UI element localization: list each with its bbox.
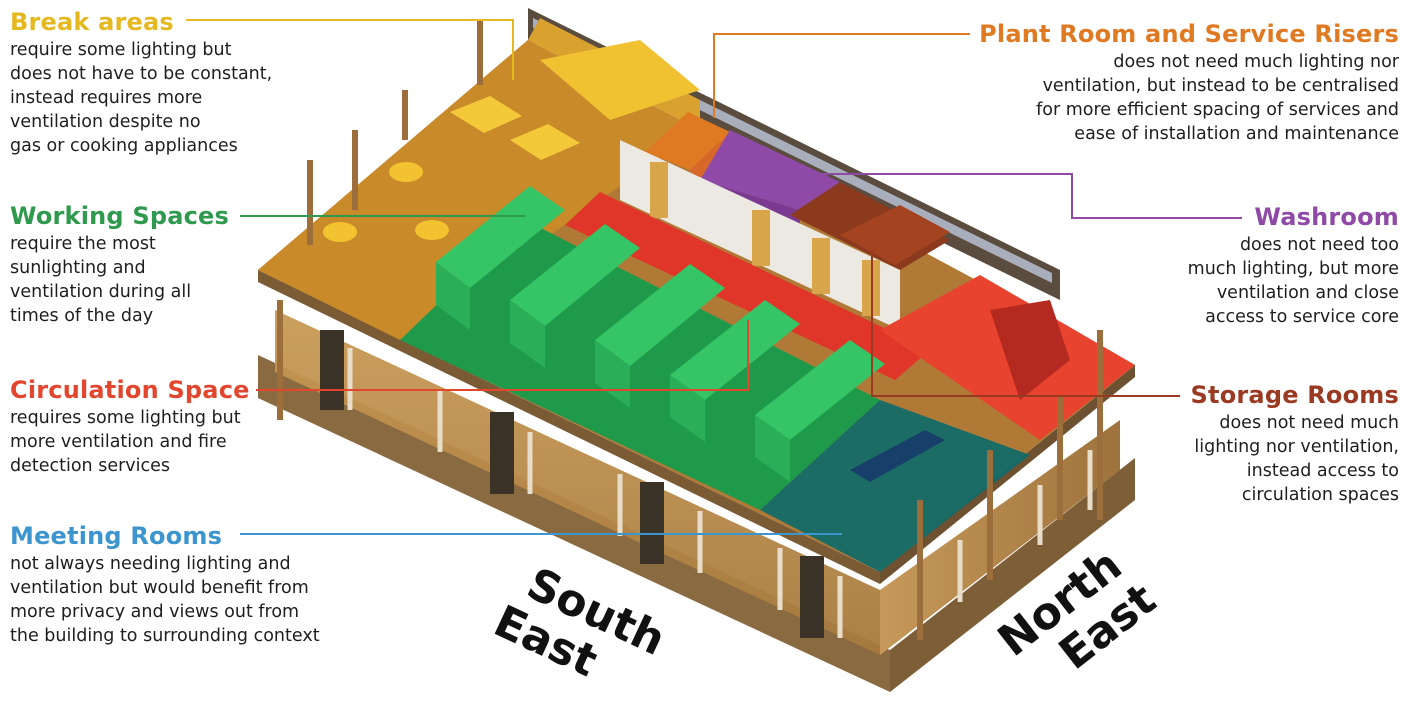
zone-break-area [258, 40, 700, 340]
zone-plant-room [645, 112, 730, 170]
description-line: does not need too [1239, 235, 1399, 255]
description-line: require the most [10, 234, 156, 254]
description-line: ventilation and close [1216, 283, 1399, 303]
description-line: ventilation but would benefit from [10, 578, 309, 598]
description-line: for more efficient spacing of services a… [1036, 100, 1399, 120]
label-working-spaces: Working Spaces require the most sunlighti… [10, 202, 240, 328]
label-description: does not need too much lighting, but more… [1139, 233, 1399, 329]
description-line: ventilation, but instead to be centralis… [1042, 76, 1399, 96]
description-line: ease of installation and maintenance [1074, 124, 1399, 144]
description-line: does not need much lighting nor [1113, 52, 1399, 72]
description-line: not always needing lighting and [10, 554, 291, 574]
label-title: Storage Rooms [1190, 381, 1399, 409]
break-furniture [323, 40, 700, 242]
label-description: requires some lighting but more ventilati… [10, 406, 290, 478]
description-line: access to service core [1205, 307, 1399, 327]
description-line: requires some lighting but [10, 408, 241, 428]
leader-storage [871, 250, 1180, 397]
label-title: Meeting Rooms [10, 522, 223, 550]
leader-circulation [256, 320, 749, 391]
description-line: does not have to be constant, [10, 64, 273, 84]
label-description: does not need much lighting nor ventilati… [1149, 411, 1399, 507]
zone-meeting-room [760, 400, 1030, 572]
label-description: does not need much lighting nor ventilati… [959, 50, 1399, 146]
description-line: lighting nor ventilation, [1194, 437, 1399, 457]
label-title: Break areas [10, 8, 174, 36]
label-description: require some lighting but does not have t… [10, 38, 340, 158]
label-title: Washroom [1254, 203, 1399, 231]
description-line: sunlighting and [10, 258, 146, 278]
leader-break [186, 19, 514, 80]
description-line: more ventilation and fire [10, 432, 227, 452]
description-line: ventilation during all [10, 282, 192, 302]
upper-slab-edge-northeast [880, 365, 1135, 584]
description-line: times of the day [10, 306, 154, 326]
description-line: much lighting, but more [1187, 259, 1399, 279]
leader-washroom [810, 173, 1242, 219]
label-description: not always needing lighting and ventilati… [10, 552, 390, 648]
description-line: the building to surrounding context [10, 626, 320, 646]
zone-circulation [565, 192, 930, 380]
description-line: ventilation despite no [10, 112, 201, 132]
work-desks [436, 186, 885, 440]
label-plant-room: Plant Room and Service Risers does not n… [959, 20, 1399, 146]
description-line: instead access to [1246, 461, 1399, 481]
columns [277, 20, 1103, 640]
description-line: detection services [10, 456, 171, 476]
description-line: instead requires more [10, 88, 203, 108]
label-title: Plant Room and Service Risers [979, 20, 1399, 48]
description-line: gas or cooking appliances [10, 136, 238, 156]
description-line: circulation spaces [1241, 485, 1399, 505]
label-description: require the most sunlighting and ventilati… [10, 232, 240, 328]
label-circulation-space: Circulation Space requires some lighting… [10, 376, 290, 478]
label-title: Working Spaces [10, 202, 229, 230]
description-line: require some lighting but [10, 40, 232, 60]
description-line: does not need much [1219, 413, 1399, 433]
zone-washroom [700, 130, 840, 210]
description-line: more privacy and views out from [10, 602, 300, 622]
label-washroom: Washroom does not need too much lighting,… [1139, 203, 1399, 329]
label-storage-rooms: Storage Rooms does not need much lighting… [1149, 381, 1399, 507]
meeting-table [850, 430, 945, 482]
upper-slab-edge-southeast [258, 270, 880, 584]
leader-plant [713, 33, 970, 118]
lower-storey [258, 310, 1135, 692]
label-break-areas: Break areas require some lighting but doe… [10, 8, 340, 158]
label-meeting-rooms: Meeting Rooms not always needing lightin… [10, 522, 390, 648]
label-title: Circulation Space [10, 376, 250, 404]
